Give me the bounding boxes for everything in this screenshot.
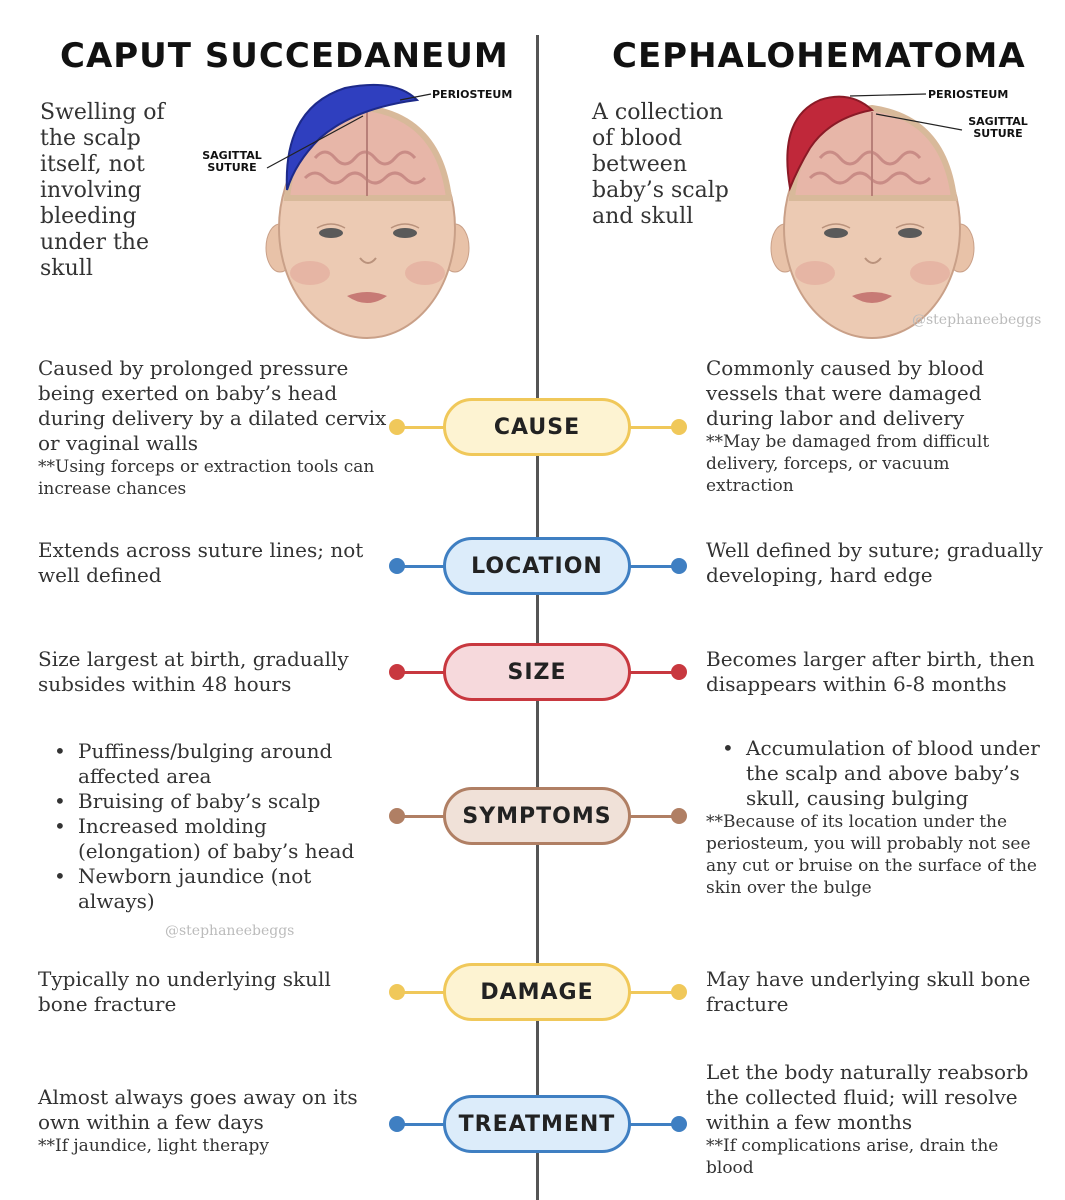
connector-line-left <box>398 565 444 568</box>
connector-dot-right <box>671 1116 687 1132</box>
connector-line-right <box>630 565 678 568</box>
right-symptoms-note: **Because of its location under the peri… <box>706 812 1037 898</box>
connector-dot-right <box>671 808 687 824</box>
left-treatment-text: Almost always goes away on its own withi… <box>38 1085 358 1134</box>
connector-dot-right <box>671 558 687 574</box>
category-pill-treatment: TREATMENT <box>443 1095 631 1153</box>
connector-line-right <box>630 991 678 994</box>
right-title: CEPHALOHEMATOMA <box>612 36 1026 76</box>
category-pill-location: LOCATION <box>443 537 631 595</box>
left-title: CAPUT SUCCEDANEUM <box>60 36 509 76</box>
category-pill-size: SIZE <box>443 643 631 701</box>
left-damage: Typically no underlying skull bone fract… <box>38 967 331 1016</box>
connector-line-left <box>398 815 444 818</box>
left-symptom-item: Increased molding (elongation) of baby’s… <box>54 814 383 864</box>
left-intro: Swelling of the scalp itself, not involv… <box>40 100 165 281</box>
left-treatment-note: **If jaundice, light therapy <box>38 1136 269 1156</box>
category-pill-cause: CAUSE <box>443 398 631 456</box>
right-symptoms: Accumulation of blood under the scalp an… <box>706 736 1046 899</box>
connector-dot-left <box>389 808 405 824</box>
connector-dot-left <box>389 984 405 1000</box>
connector-line-left <box>398 671 444 674</box>
right-location: Well defined by suture; gradually develo… <box>706 538 1043 587</box>
baby-head-cephalohematoma-illustration <box>770 93 975 339</box>
right-size: Becomes larger after birth, then disappe… <box>706 647 1035 696</box>
left-sagittal-label: SAGITTAL SUTURE <box>202 149 262 174</box>
connector-line-left <box>398 426 444 429</box>
connector-dot-right <box>671 984 687 1000</box>
watermark-bottom: @stephaneebeggs <box>165 923 295 939</box>
connector-dot-left <box>389 664 405 680</box>
right-damage: May have underlying skull bone fracture <box>706 967 1031 1016</box>
right-periosteum-label: PERIOSTEUM <box>928 88 1009 101</box>
center-divider <box>536 35 539 1200</box>
right-treatment-text: Let the body naturally reabsorb the coll… <box>706 1060 1029 1134</box>
category-pill-symptoms: SYMPTOMS <box>443 787 631 845</box>
left-symptom-item: Bruising of baby’s scalp <box>54 789 383 814</box>
watermark-top: @stephaneebeggs <box>912 312 1042 328</box>
connector-line-right <box>630 815 678 818</box>
right-cause: Commonly caused by blood vessels that we… <box>706 356 1036 497</box>
left-symptom-item: Newborn jaundice (not always) <box>54 864 383 914</box>
right-treatment-note: **If complications arise, drain the bloo… <box>706 1136 999 1178</box>
right-symptom-item: Accumulation of blood under the scalp an… <box>722 736 1046 811</box>
connector-dot-right <box>671 664 687 680</box>
left-treatment: Almost always goes away on its own withi… <box>38 1085 378 1157</box>
connector-line-left <box>398 1123 444 1126</box>
connector-dot-left <box>389 419 405 435</box>
right-cause-note: **May be damaged from difficult delivery… <box>706 432 990 496</box>
connector-dot-left <box>389 1116 405 1132</box>
left-symptom-item: Puffiness/bulging around affected area <box>54 739 383 789</box>
left-size: Size largest at birth, gradually subside… <box>38 647 349 696</box>
right-cause-text: Commonly caused by blood vessels that we… <box>706 356 985 430</box>
left-cause-text: Caused by prolonged pressure being exert… <box>38 356 387 455</box>
right-intro: A collection of blood between baby’s sca… <box>592 100 729 229</box>
left-cause-note: **Using forceps or extraction tools can … <box>38 457 375 499</box>
left-periosteum-label: PERIOSTEUM <box>432 88 513 101</box>
right-treatment: Let the body naturally reabsorb the coll… <box>706 1060 1046 1179</box>
connector-dot-right <box>671 419 687 435</box>
left-symptoms: Puffiness/bulging around affected area B… <box>38 739 383 914</box>
baby-head-caput-illustration <box>265 83 470 339</box>
connector-line-left <box>398 991 444 994</box>
connector-dot-left <box>389 558 405 574</box>
category-pill-damage: DAMAGE <box>443 963 631 1021</box>
connector-line-right <box>630 671 678 674</box>
left-location: Extends across suture lines; not well de… <box>38 538 364 587</box>
connector-line-right <box>630 1123 678 1126</box>
right-sagittal-label: SAGITTAL SUTURE <box>968 115 1028 140</box>
left-cause: Caused by prolonged pressure being exert… <box>38 356 408 500</box>
connector-line-right <box>630 426 678 429</box>
